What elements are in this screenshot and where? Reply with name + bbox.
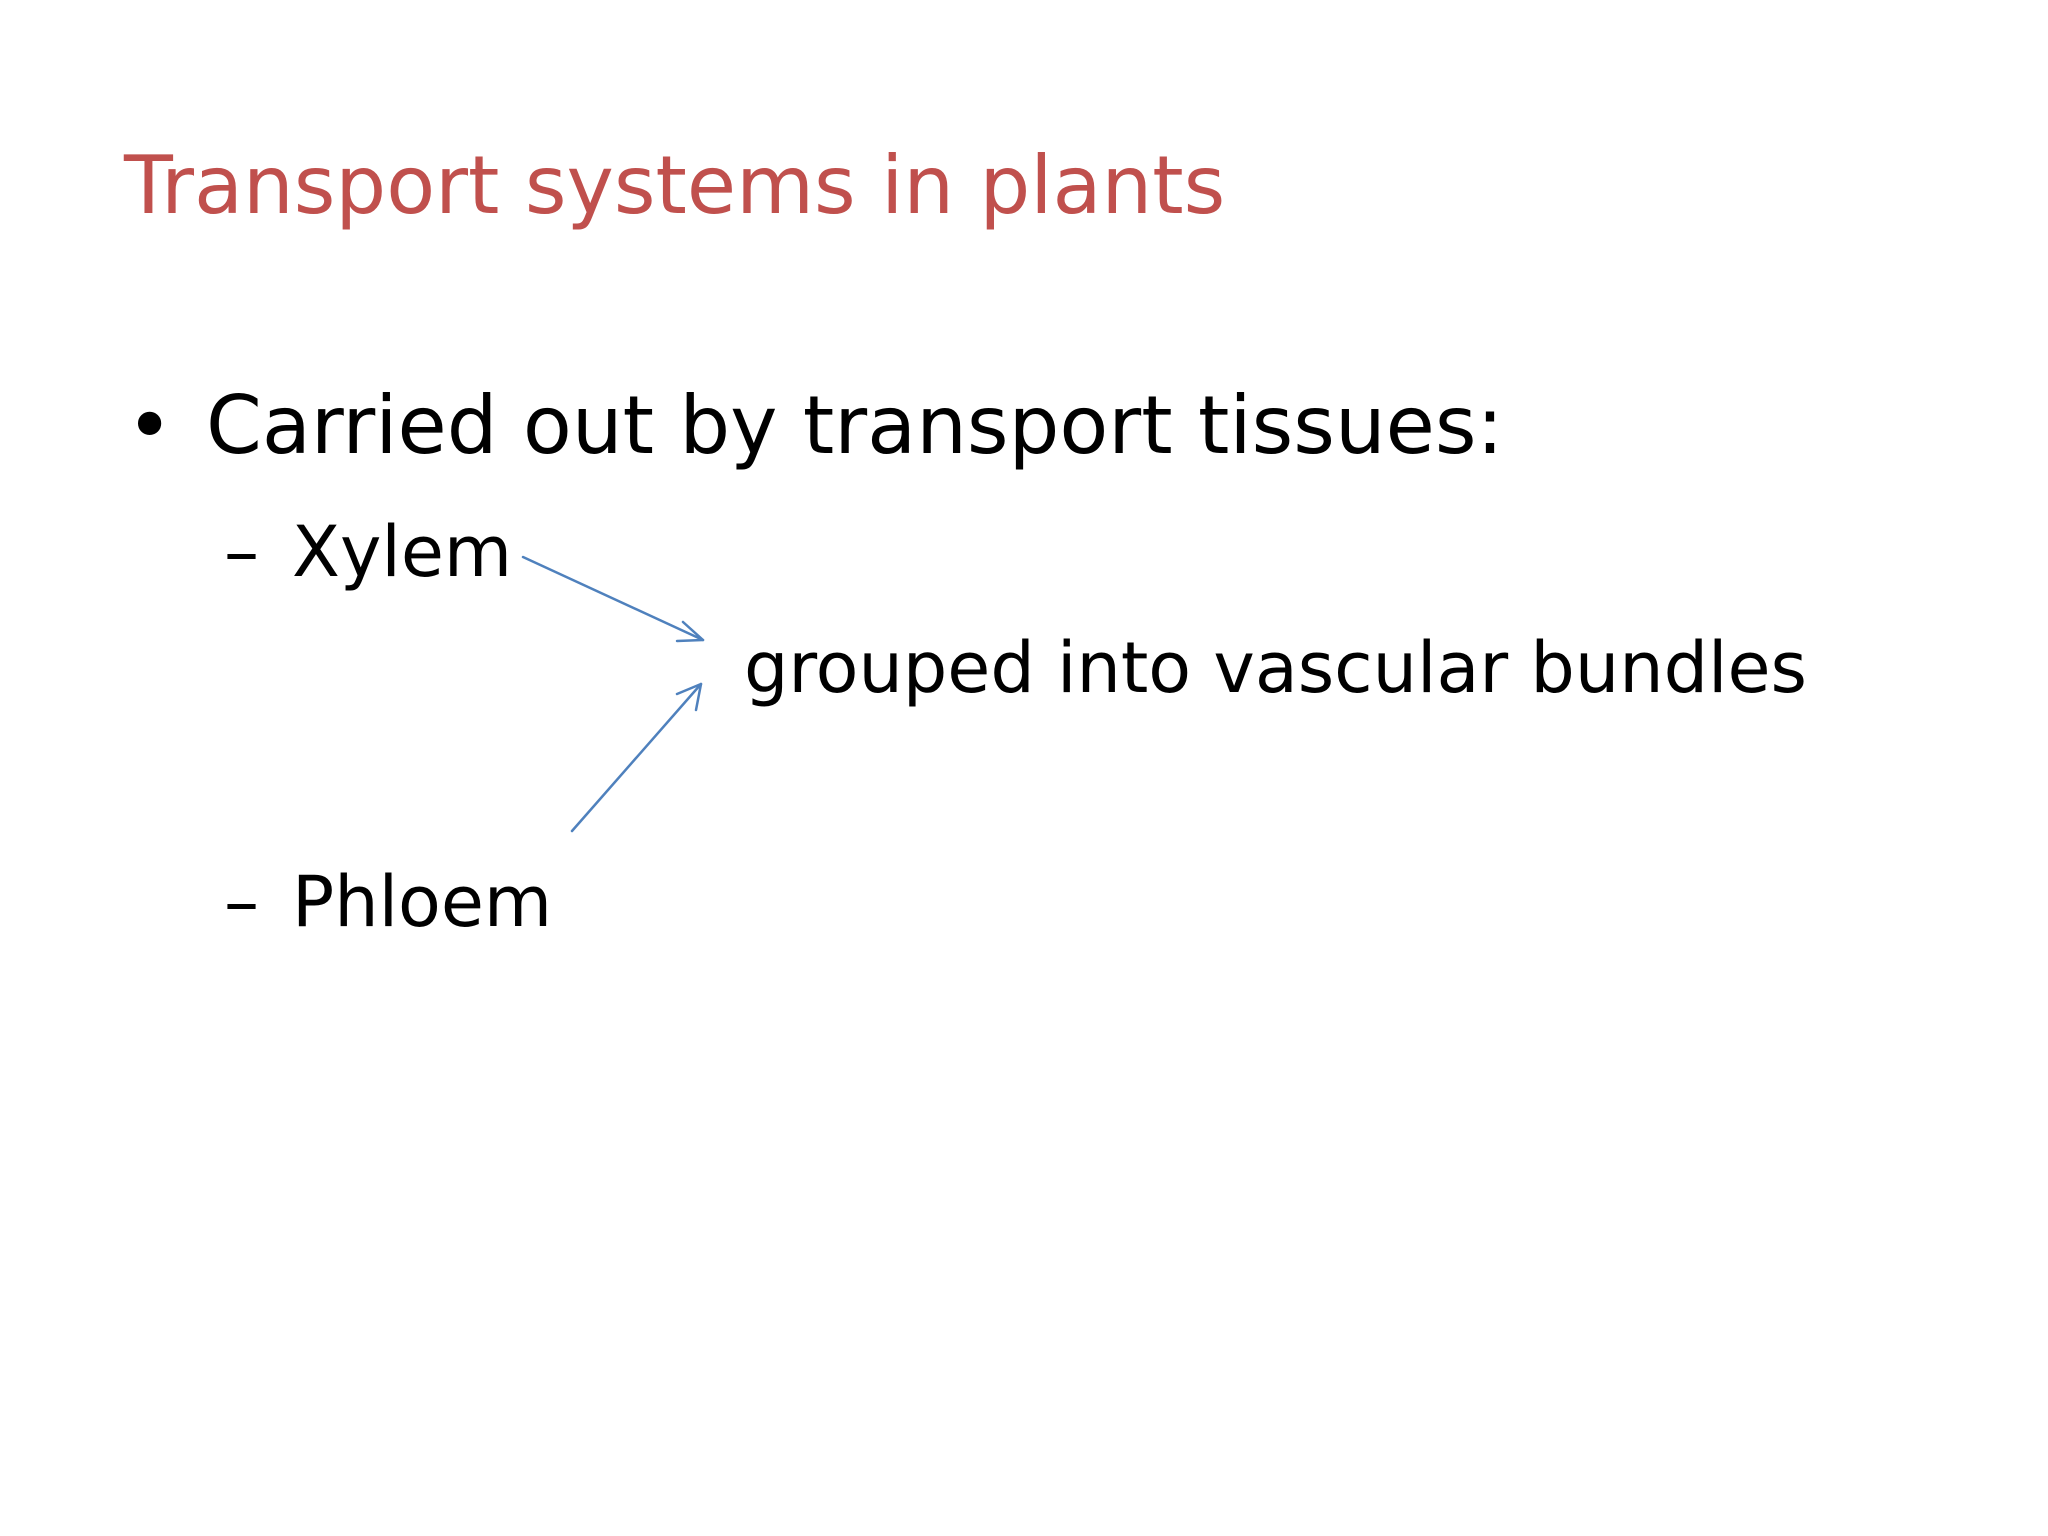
bullet-item: • Carried out by transport tissues: bbox=[126, 378, 1504, 474]
sub-item-text: Xylem bbox=[292, 511, 513, 593]
slide-title: Transport systems in plants bbox=[124, 139, 1226, 232]
arrow-phloem-to-note bbox=[570, 682, 703, 833]
bullet-text: Carried out by transport tissues: bbox=[206, 379, 1504, 472]
sub-item-phloem: –Phloem bbox=[224, 860, 552, 944]
sub-item-marker: – bbox=[224, 861, 259, 943]
arrow-xylem-to-note bbox=[521, 555, 705, 643]
sub-item-xylem: –Xylem bbox=[224, 510, 512, 594]
sub-item-text: Phloem bbox=[292, 861, 553, 943]
sub-item-marker: – bbox=[224, 511, 259, 593]
bullet-marker: • bbox=[126, 379, 174, 472]
grouped-note: grouped into vascular bundles bbox=[744, 627, 1807, 709]
